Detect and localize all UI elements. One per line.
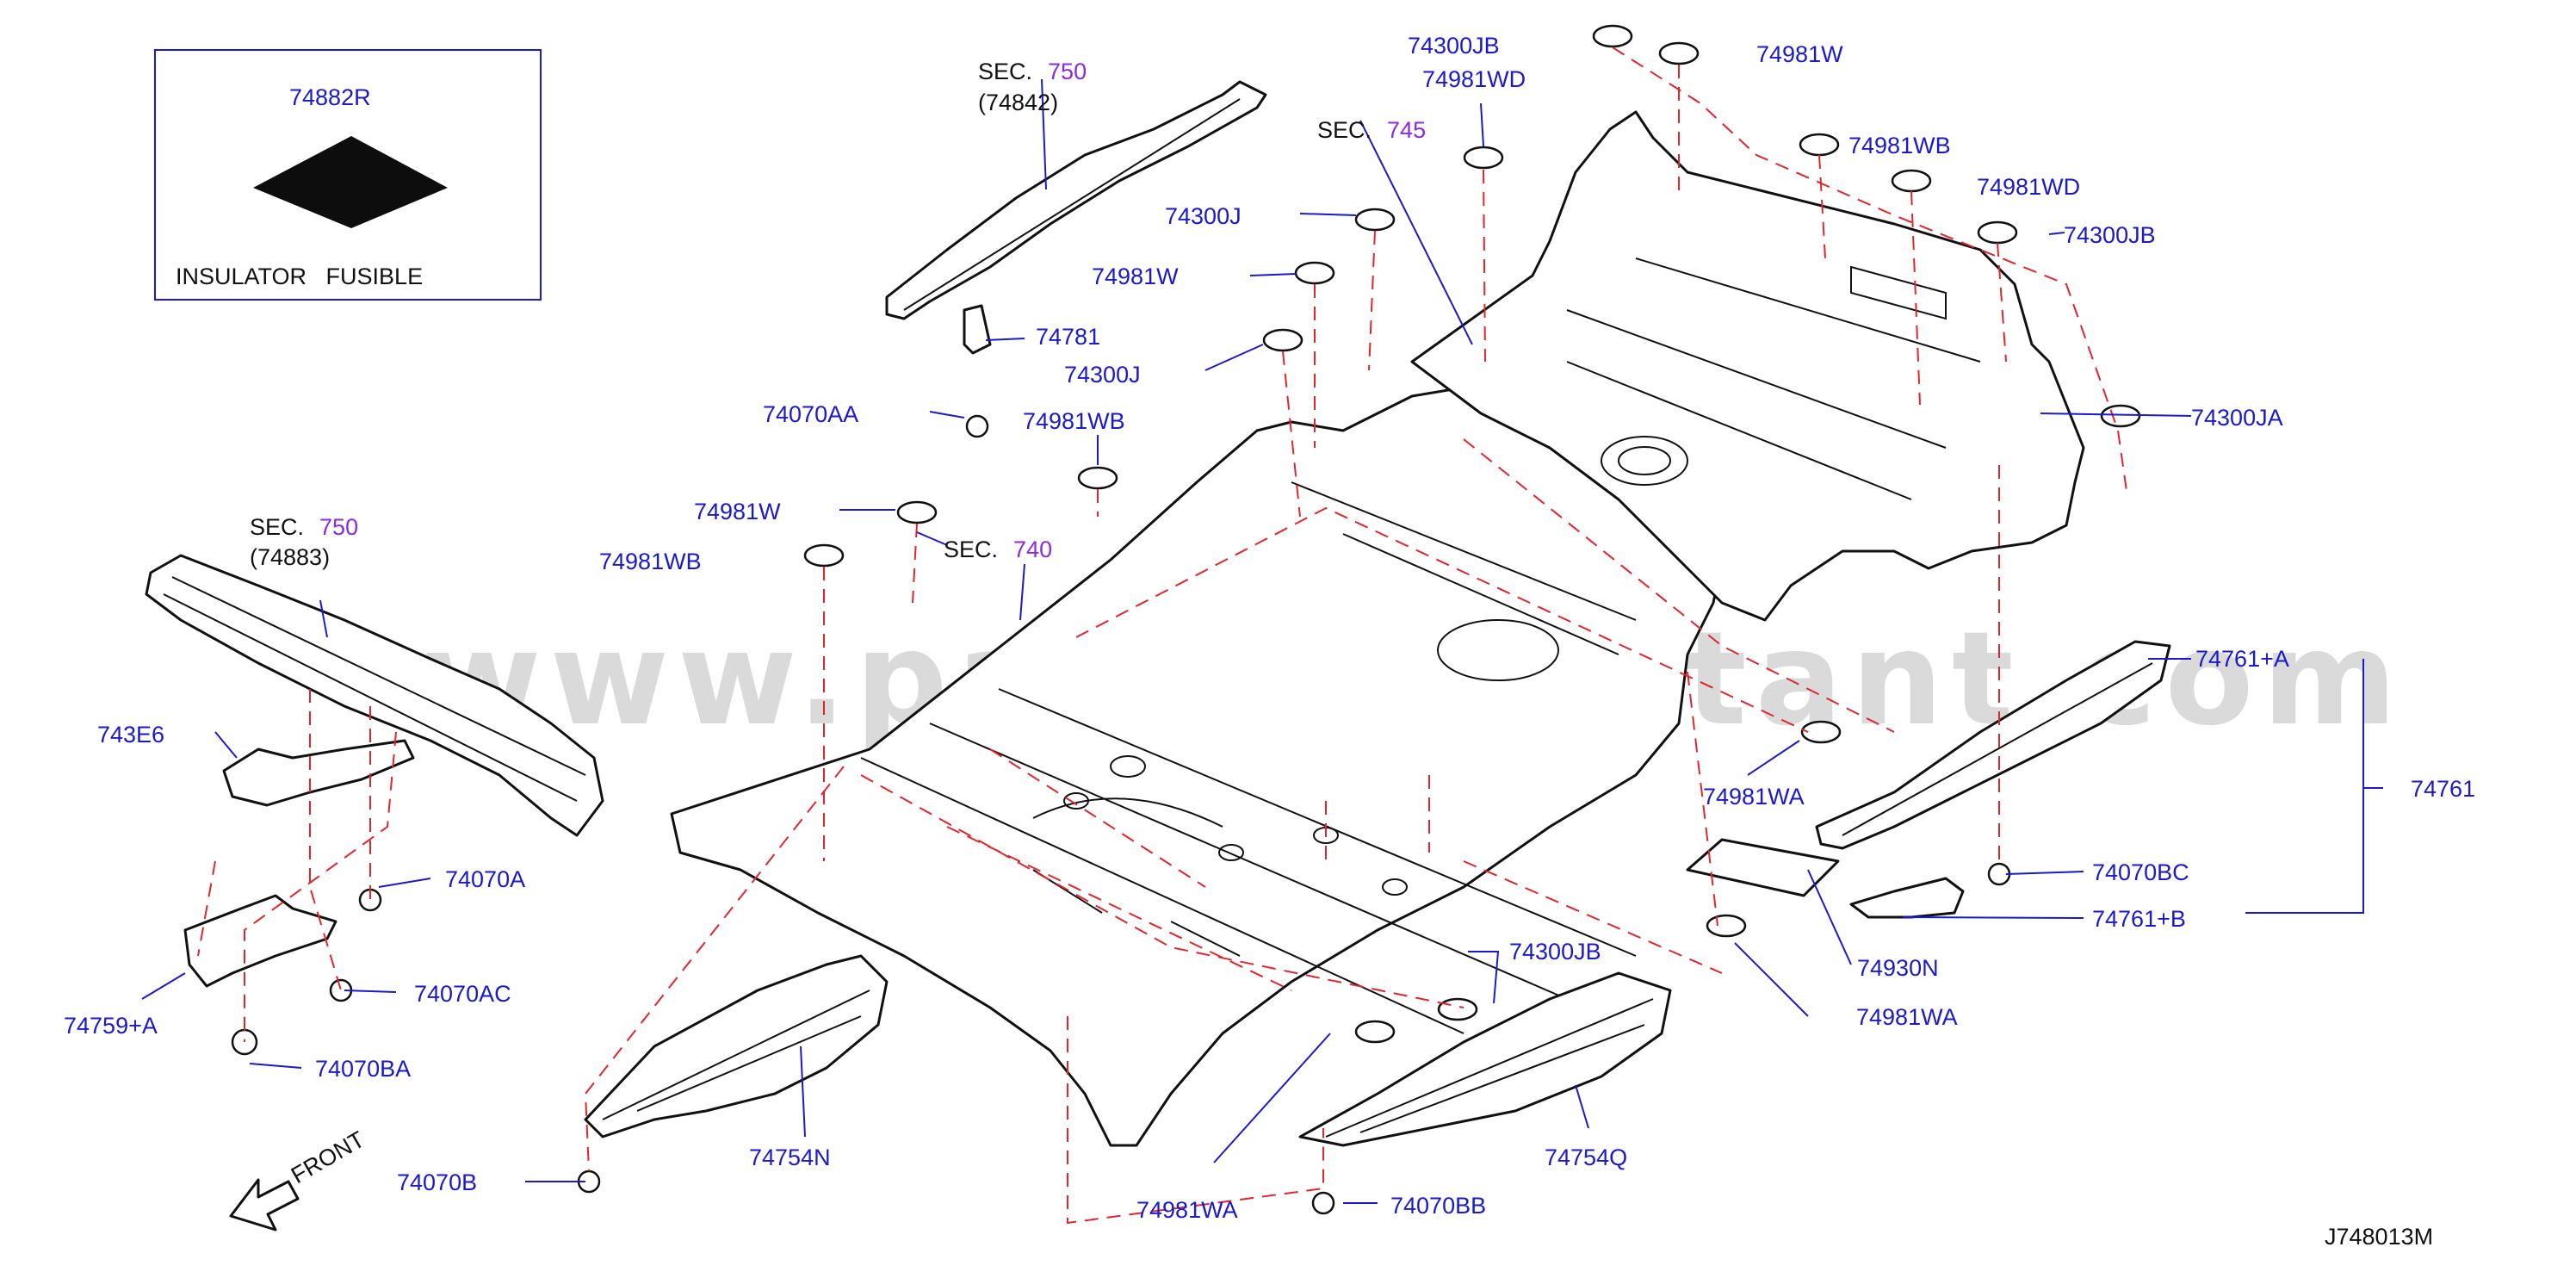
- part-label[interactable]: 74070AC: [414, 981, 511, 1007]
- front-arrow-icon: [229, 1178, 300, 1231]
- part-label[interactable]: 74070BA: [315, 1056, 411, 1082]
- rear-floor-drawing: [1410, 110, 2085, 622]
- part-label[interactable]: 74070A: [445, 866, 525, 892]
- part-label[interactable]: 74070B: [397, 1169, 477, 1195]
- section-label-750-a[interactable]: SEC.750 (74842): [978, 59, 1087, 115]
- section-label-740[interactable]: SEC.740: [944, 537, 1052, 562]
- insulator-74930N-drawing: [1686, 838, 1840, 897]
- part-label[interactable]: 74981W: [1092, 264, 1179, 289]
- part-label[interactable]: 743E6: [97, 722, 164, 748]
- part-label[interactable]: 74981WD: [1977, 174, 2080, 200]
- svg-text:SEC.750: SEC.750: [978, 59, 1087, 84]
- part-label[interactable]: 74300JA: [2191, 405, 2283, 431]
- part-label[interactable]: 74300J: [1064, 362, 1141, 388]
- part-label[interactable]: 74300J: [1165, 203, 1242, 229]
- insulator-legend-box: 74882R INSULATOR FUSIBLE: [154, 49, 542, 301]
- part-label[interactable]: 74070BB: [1390, 1193, 1486, 1219]
- part-label[interactable]: 74781: [1036, 324, 1100, 350]
- legend-part-number[interactable]: 74882R: [289, 84, 371, 110]
- part-label[interactable]: 74300JB: [1408, 33, 1500, 59]
- part-label[interactable]: 74761+A: [2195, 646, 2289, 672]
- insulator-74761B-drawing: [1849, 877, 1965, 919]
- svg-text:SEC.740: SEC.740: [944, 537, 1052, 562]
- part-label[interactable]: 74300JB: [2064, 222, 2156, 248]
- part-label[interactable]: 74981WB: [1023, 408, 1125, 434]
- part-label[interactable]: 74981WB: [1848, 133, 1951, 158]
- bracket-743E6-drawing: [222, 739, 415, 807]
- bracket-74759A-drawing: [183, 894, 337, 988]
- svg-text:SEC.745: SEC.745: [1317, 117, 1426, 143]
- section-label-750-b[interactable]: SEC.750 (74883): [250, 514, 358, 570]
- part-labels: 74300JB 74981W 74981WD 74981WB 74981WD 7…: [64, 33, 2475, 1223]
- side-member-74842-drawing: [885, 80, 1267, 355]
- part-label[interactable]: 74754Q: [1545, 1145, 1627, 1170]
- insulator-74761A-drawing: [1815, 640, 2171, 850]
- front-label: FRONT: [287, 1126, 369, 1188]
- part-label[interactable]: 74070AA: [763, 401, 858, 427]
- svg-text:(74883): (74883): [250, 544, 330, 570]
- leader-lines: [141, 78, 2383, 1204]
- part-label[interactable]: 74930N: [1857, 955, 1939, 981]
- part-label[interactable]: 74981WA: [1703, 784, 1805, 810]
- plug-icon: [803, 24, 2141, 1044]
- diagram-code: J748013M: [2325, 1224, 2433, 1250]
- part-label[interactable]: 74981WA: [1136, 1197, 1238, 1223]
- part-label[interactable]: 74761+B: [2092, 906, 2186, 932]
- part-label[interactable]: 74981WB: [599, 549, 702, 574]
- part-label[interactable]: 74981W: [1756, 41, 1843, 67]
- part-label[interactable]: 74981WA: [1856, 1004, 1958, 1030]
- alignment-lines: [197, 47, 2127, 1225]
- insulator-74754N-drawing: [584, 954, 889, 1138]
- insulator-74754Q-drawing: [1298, 971, 1672, 1147]
- part-label[interactable]: 74070BC: [2092, 859, 2189, 885]
- side-member-74883-drawing: [145, 554, 604, 837]
- part-label[interactable]: 74981WD: [1422, 66, 1526, 92]
- part-label[interactable]: 74761: [2411, 776, 2475, 802]
- svg-text:SEC.750: SEC.750: [250, 514, 358, 540]
- svg-text:(74842): (74842): [978, 90, 1058, 115]
- front-direction-indicator: FRONT: [229, 1126, 369, 1231]
- part-label[interactable]: 74300JB: [1509, 939, 1601, 965]
- insulator-swatch-icon: [253, 136, 448, 228]
- section-label-745[interactable]: SEC.745: [1317, 117, 1426, 143]
- legend-caption: INSULATOR FUSIBLE: [176, 264, 423, 289]
- part-label[interactable]: 74754N: [749, 1145, 831, 1170]
- part-label[interactable]: 74981W: [694, 499, 781, 524]
- part-label[interactable]: 74759+A: [64, 1013, 158, 1039]
